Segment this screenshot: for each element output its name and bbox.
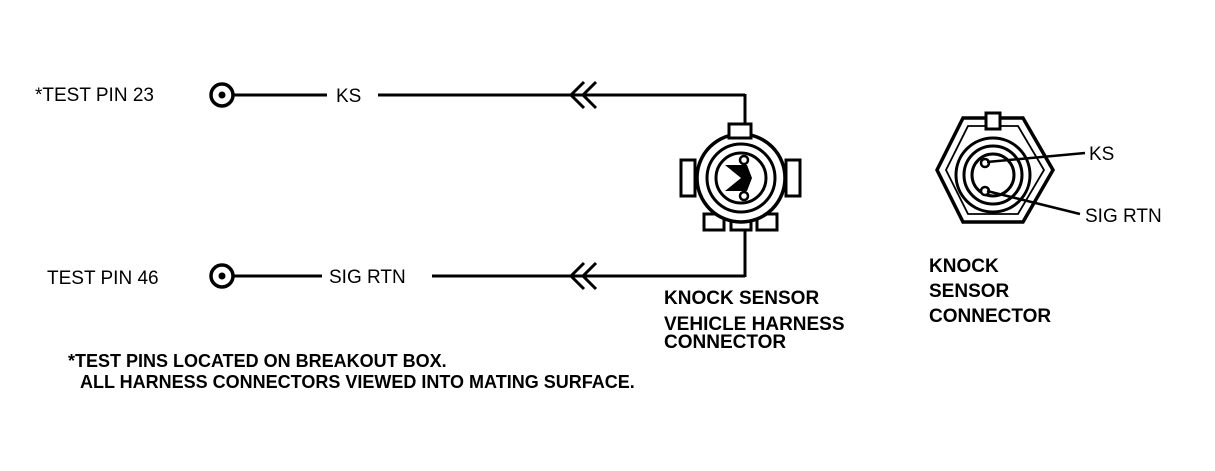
harness-connector-caption-line3: CONNECTOR (664, 332, 786, 353)
knock-sensor-connector-icon (935, 111, 1056, 224)
ks-leader-line (986, 151, 1086, 164)
sensor-connector-caption-line3: CONNECTOR (929, 306, 1051, 327)
sig-rtn-leader-line (986, 189, 1081, 216)
harness-connector-caption-line1: KNOCK SENSOR (664, 288, 819, 309)
sig-rtn-connector-arrow-icon (568, 261, 598, 291)
ks-connector-arrow-icon (568, 80, 598, 110)
sig-rtn-wire-label: SIG RTN (329, 267, 406, 288)
test-pin-46-terminal-icon (209, 263, 235, 289)
harness-connector-icon (679, 122, 802, 232)
test-pin-46-label: TEST PIN 46 (47, 268, 159, 289)
harness-connector-caption-line2: VEHICLE HARNESS (664, 314, 845, 335)
sensor-connector-caption-line2: SENSOR (929, 281, 1010, 302)
ks-wire-label: KS (336, 86, 361, 107)
sensor-ks-label: KS (1089, 144, 1114, 165)
footnote-line1: *TEST PINS LOCATED ON BREAKOUT BOX. (68, 351, 447, 371)
test-pin-23-label: *TEST PIN 23 (35, 85, 154, 106)
sensor-connector-caption-line1: KNOCK (929, 256, 999, 277)
test-pin-23-terminal-icon (209, 82, 235, 108)
sensor-sig-rtn-label: SIG RTN (1085, 206, 1162, 227)
footnote-line2: ALL HARNESS CONNECTORS VIEWED INTO MATIN… (80, 372, 635, 392)
